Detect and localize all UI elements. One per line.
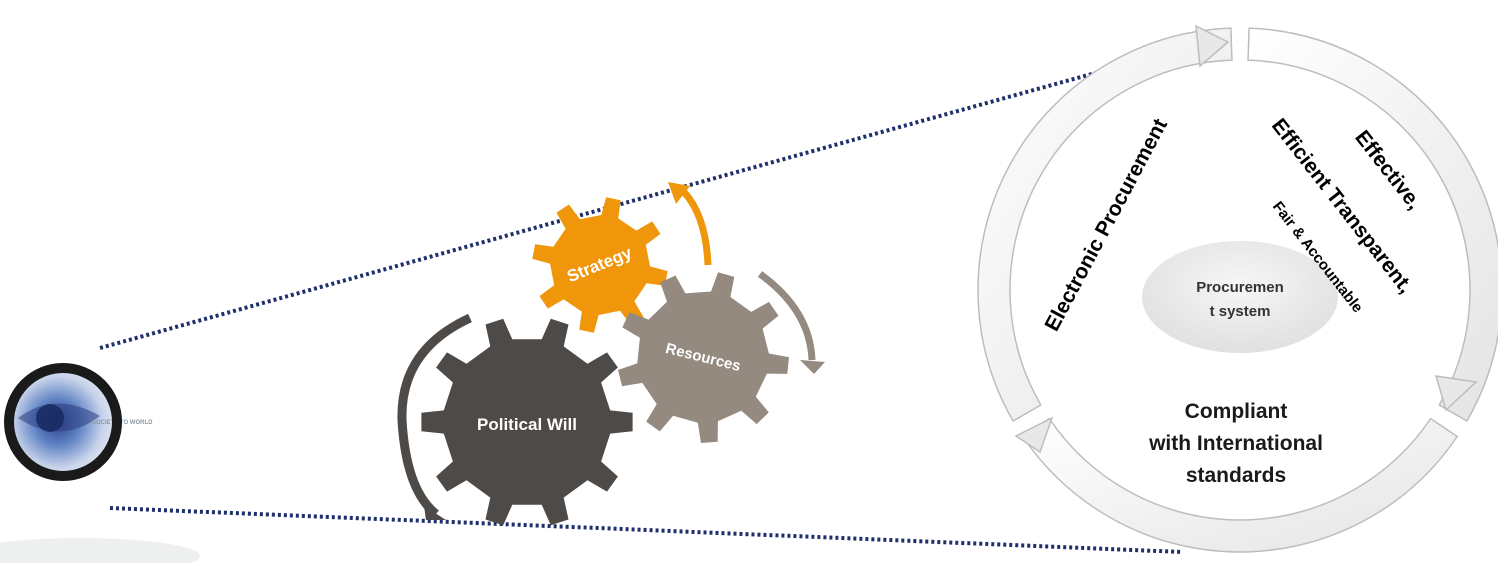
arrowhead-right-icon [1434, 375, 1478, 412]
center-line-2: t system [1210, 303, 1271, 320]
sight-line-top [99, 36, 1223, 350]
gear-resources: Resources [618, 272, 789, 443]
arrowhead-top-left-icon [1195, 24, 1230, 68]
center-line-1: Procuremen [1196, 279, 1284, 296]
gear-political-will: Political Will [421, 318, 633, 526]
segment-bottom-line2: with International [1148, 432, 1323, 455]
floor-shadow [0, 538, 200, 563]
eye-lens-icon: SOCIETY TO WORLD [4, 363, 153, 481]
dark-curved-arrow [397, 313, 472, 518]
dark-arrowhead-icon [424, 506, 446, 520]
grey-arrowhead-icon [800, 360, 825, 374]
grey-curved-arrow [757, 271, 816, 361]
center-procurement-system [1138, 237, 1342, 357]
sight-line-bottom [109, 506, 1183, 554]
gears-group: Strategy Resources Political Will [397, 182, 825, 526]
svg-text:SOCIETY TO WORLD: SOCIETY TO WORLD [92, 420, 153, 426]
orange-curved-arrow [681, 189, 712, 266]
segment-bottom-line1: Compliant [1185, 400, 1288, 423]
segment-effective-efficient [1247, 27, 1498, 423]
arrowhead-bottom-left-icon [1014, 416, 1054, 454]
segment-electronic-procurement [977, 27, 1233, 423]
segment-bottom-line3: standards [1186, 464, 1286, 487]
orange-arrowhead-icon [668, 182, 690, 204]
gear-political-will-label: Political Will [477, 415, 577, 434]
procurement-cycle: Procuremen t system Electronic Procureme… [977, 24, 1498, 553]
gear-strategy: Strategy [532, 197, 668, 333]
